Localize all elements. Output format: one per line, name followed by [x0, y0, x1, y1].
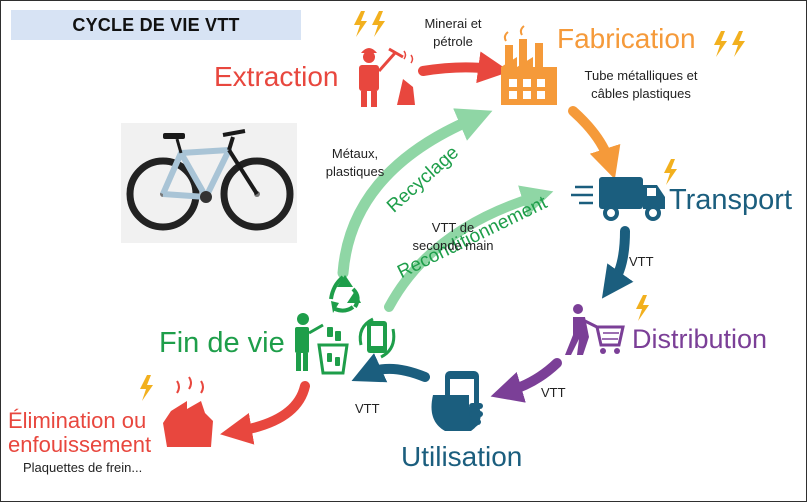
note-minerai-line1: Minerai et: [424, 16, 482, 31]
delivery-truck-icon: [571, 177, 665, 221]
lightning-icon: [664, 159, 677, 185]
stage-distribution: Distribution: [632, 324, 768, 354]
miner-icon: [359, 47, 415, 107]
stage-fin-de-vie: Fin de vie: [159, 327, 285, 359]
note-metaux: Métaux, plastiques: [315, 145, 395, 181]
recycle-icon: [329, 275, 361, 313]
lightning-icon: [636, 295, 649, 321]
note-vtt-occasion-line2: seconde main: [412, 238, 494, 253]
note-minerai-line2: pétrole: [433, 34, 473, 49]
note-vtt-utilisation: VTT: [355, 401, 380, 416]
note-metaux-line1: Métaux,: [331, 146, 379, 161]
arrow-distribution-to-utilisation: [490, 358, 562, 403]
note-tube-line1: Tube métalliques et: [584, 68, 698, 83]
smartphone-hand-icon: [431, 371, 483, 431]
stage-utilisation: Utilisation: [401, 441, 523, 472]
stage-fabrication: Fabrication: [557, 23, 696, 54]
note-tube: Tube métalliques et câbles plastiques: [571, 67, 711, 103]
page-title: CYCLE DE VIE VTT: [72, 15, 240, 35]
note-vtt-occasion-line1: VTT de: [431, 220, 475, 235]
trash-bin-icon: [295, 313, 349, 375]
note-vtt-occasion: VTT de seconde main: [403, 219, 503, 255]
stage-elimination-line2: enfouissement: [8, 432, 152, 457]
title-banner: CYCLE DE VIE VTT: [11, 10, 301, 40]
note-minerai: Minerai et pétrole: [411, 15, 495, 51]
arrow-fin-de-vie-to-elimination: [220, 381, 310, 445]
stage-extraction: Extraction: [214, 61, 339, 92]
lightning-icon: [354, 11, 367, 37]
arrow-transport-to-distribution: [601, 226, 634, 299]
waste-bags-icon: [163, 376, 213, 447]
note-plaquettes: Plaquettes de frein...: [23, 460, 143, 475]
arrow-utilisation-to-fin-de-vie: [351, 353, 430, 383]
stage-transport: Transport: [669, 184, 793, 216]
shopping-cart-icon: [565, 304, 625, 355]
arrow-extraction-to-fabrication: [418, 51, 511, 84]
lightning-icon: [372, 11, 385, 37]
arrow-reconditionnement-loop: [384, 185, 554, 312]
note-vtt-distribution: VTT: [541, 385, 566, 400]
arrow-recyclage-loop: [337, 108, 493, 279]
note-vtt-transport: VTT: [629, 254, 654, 269]
note-metaux-line2: plastiques: [325, 164, 385, 179]
mountain-bike-image: [121, 123, 297, 243]
lightning-icon: [714, 31, 727, 57]
arrow-fabrication-to-transport: [568, 106, 621, 180]
factory-icon: [501, 25, 557, 105]
lightning-icon: [140, 375, 153, 401]
stage-elimination-line1: Élimination ou: [8, 408, 147, 433]
note-tube-line2: câbles plastiques: [591, 86, 691, 101]
phone-refresh-icon: [358, 317, 396, 359]
stage-elimination: Élimination ou enfouissement: [8, 409, 151, 457]
lightning-icon: [732, 31, 745, 57]
